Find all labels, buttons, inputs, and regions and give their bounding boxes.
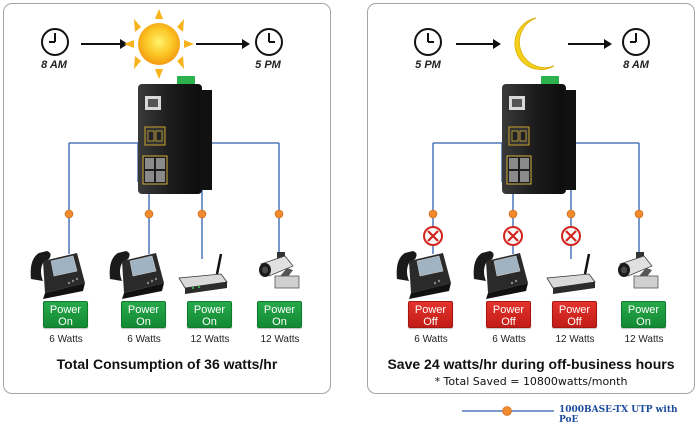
badge-line: Power xyxy=(193,304,226,316)
badge-line: On xyxy=(272,316,287,328)
poe-switch xyxy=(502,76,576,194)
arrow-right-icon xyxy=(568,39,612,49)
day-scenario-panel: 8 AM 5 PM Power On Power On Power On Pow… xyxy=(3,3,331,394)
night-diagram xyxy=(396,17,659,299)
wattage-label: 12 Watts xyxy=(260,334,300,345)
poe-node xyxy=(428,209,644,219)
power-cut-icon xyxy=(561,226,581,246)
power-cut-icon xyxy=(423,226,443,246)
power-cut-icon xyxy=(503,226,523,246)
poe-switch xyxy=(138,76,212,194)
badge-line: Off xyxy=(567,316,582,328)
wattage-label: 12 Watts xyxy=(555,334,595,345)
moon-icon xyxy=(514,17,555,70)
badge-line: On xyxy=(136,316,151,328)
power-on-badge: Power On xyxy=(187,301,232,328)
wattage-label: 12 Watts xyxy=(190,334,230,345)
clock-icon xyxy=(414,28,442,56)
arrow-right-icon xyxy=(81,39,128,49)
ip-phone-icon xyxy=(396,251,451,299)
wattage-label: 12 Watts xyxy=(624,334,664,345)
wattage-label: 6 Watts xyxy=(414,334,448,345)
ip-phone-icon xyxy=(109,251,164,299)
badge-line: Power xyxy=(263,304,296,316)
poe-legend-line xyxy=(462,406,554,416)
savings-summary: Save 24 watts/hr during off-business hou… xyxy=(387,356,675,372)
badge-line: On xyxy=(58,316,73,328)
day-diagram xyxy=(30,9,300,299)
arrow-right-icon xyxy=(196,39,250,49)
ip-camera-icon xyxy=(259,252,300,289)
wattage-label: 6 Watts xyxy=(127,334,161,345)
power-on-badge: Power On xyxy=(43,301,88,328)
clock-icon xyxy=(255,28,283,56)
monthly-savings-note: * Total Saved = 10800watts/month xyxy=(434,375,628,388)
wattage-label: 6 Watts xyxy=(492,334,526,345)
ip-phone-icon xyxy=(473,251,528,299)
badge-line: Off xyxy=(423,316,438,328)
arrow-right-icon xyxy=(456,39,501,49)
badge-line: Off xyxy=(501,316,516,328)
ip-camera-icon xyxy=(618,252,659,289)
wireless-router-icon xyxy=(178,253,228,294)
clock-icon xyxy=(622,28,650,56)
power-on-badge: Power On xyxy=(121,301,166,328)
badge-line: Power xyxy=(627,304,660,316)
badge-line: Power xyxy=(49,304,82,316)
clock-icon xyxy=(41,28,69,56)
power-off-badge: Power Off xyxy=(408,301,453,328)
badge-line: Power xyxy=(558,304,591,316)
sun-icon xyxy=(124,9,194,79)
legend-label: 1000BASE-TX UTP with PoE xyxy=(559,405,678,425)
end-time-label: 5 PM xyxy=(255,59,281,71)
night-scenario-panel: 5 PM 8 AM Power Off Power Off Power Off … xyxy=(367,3,695,394)
start-time-label: 8 AM xyxy=(41,59,67,71)
badge-line: On xyxy=(636,316,651,328)
power-on-badge: Power On xyxy=(257,301,302,328)
wattage-label: 6 Watts xyxy=(49,334,83,345)
end-time-label: 8 AM xyxy=(623,59,649,71)
power-off-badge: Power Off xyxy=(552,301,597,328)
wireless-router-icon xyxy=(546,253,596,294)
poe-node-icon xyxy=(502,406,512,416)
badge-line: Power xyxy=(414,304,447,316)
start-time-label: 5 PM xyxy=(415,59,441,71)
badge-line: Power xyxy=(127,304,160,316)
badge-line: Power xyxy=(492,304,525,316)
consumption-summary: Total Consumption of 36 watts/hr xyxy=(56,356,278,372)
power-off-badge: Power Off xyxy=(486,301,531,328)
power-on-badge: Power On xyxy=(621,301,666,328)
badge-line: On xyxy=(202,316,217,328)
ip-phone-icon xyxy=(30,251,85,299)
poe-node xyxy=(64,209,284,219)
